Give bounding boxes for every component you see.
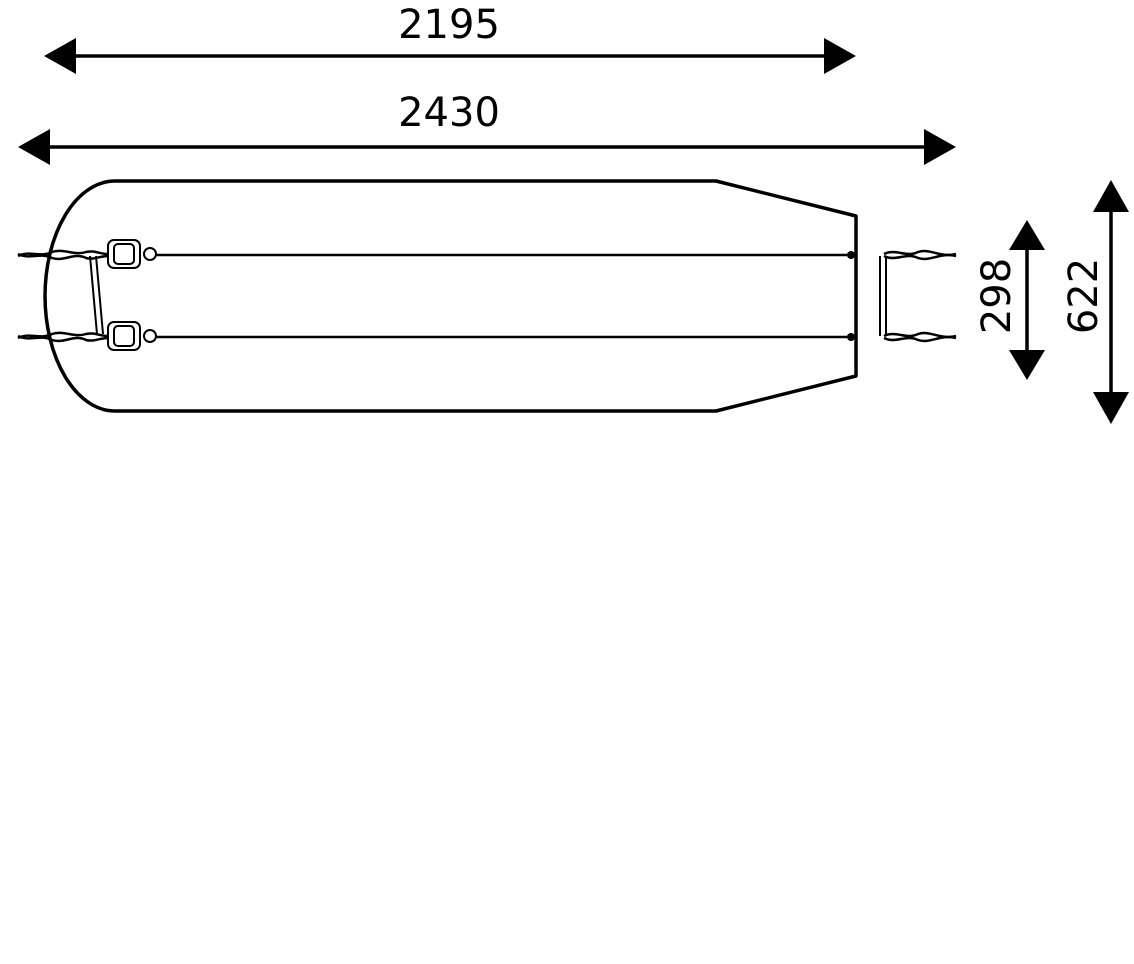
arrowhead-right-overall-length <box>924 129 956 165</box>
label-overall-length: 2430 <box>398 90 500 136</box>
upper-chain-assembly <box>17 239 957 269</box>
arrowhead-left-inner-length <box>44 38 76 74</box>
label-overall-width: 622 <box>1061 258 1107 334</box>
arrowhead-bottom-inner-width <box>1009 350 1045 380</box>
upper-right-fixing <box>847 251 855 259</box>
lower-chain-assembly <box>17 321 957 351</box>
lower-left-chain-link <box>17 334 109 343</box>
dimension-overall-width: 622 <box>1061 180 1129 424</box>
arrowhead-top-inner-width <box>1009 220 1045 250</box>
lower-left-clamp-inner <box>113 325 135 347</box>
lower-left-clamp <box>107 321 141 351</box>
dimension-overall-length: 2430 <box>18 90 956 165</box>
upper-left-bolt <box>143 247 157 261</box>
arrowhead-top-overall-width <box>1093 180 1129 212</box>
upper-left-chain-link <box>17 252 109 261</box>
label-inner-width: 298 <box>974 258 1020 334</box>
upper-right-chain-link <box>883 253 957 261</box>
dimension-inner-length: 2195 <box>44 2 856 74</box>
arrowhead-right-inner-length <box>824 38 856 74</box>
label-inner-length: 2195 <box>398 2 500 48</box>
arrowhead-left-overall-length <box>18 129 50 165</box>
dimension-inner-width: 298 <box>974 220 1045 380</box>
arrowhead-bottom-overall-width <box>1093 392 1129 424</box>
seat-outline <box>43 179 858 413</box>
lower-left-chain <box>17 331 109 340</box>
left-frame-strap-inner <box>95 255 104 335</box>
lower-left-bolt <box>143 329 157 343</box>
left-frame <box>89 255 104 335</box>
left-frame-strap-outer <box>89 255 98 335</box>
lower-right-fixing <box>847 333 855 341</box>
upper-left-clamp-inner <box>113 243 135 265</box>
lower-right-chain-link <box>883 335 957 343</box>
right-frame <box>879 256 887 336</box>
upper-left-chain <box>17 249 109 258</box>
upper-left-clamp <box>107 239 141 269</box>
